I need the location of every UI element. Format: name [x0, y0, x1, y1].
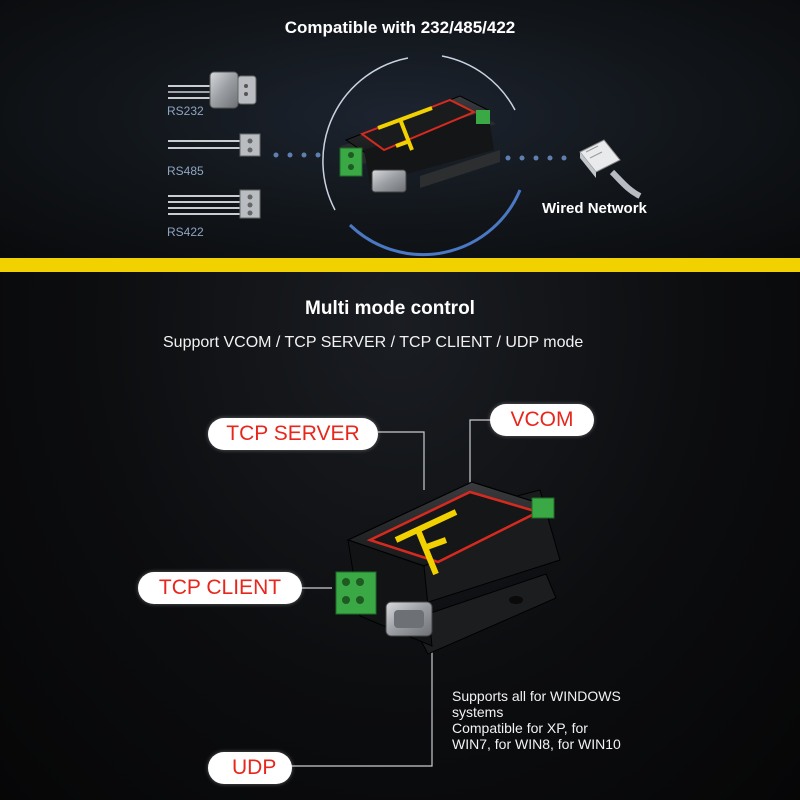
tcp-server-label: TCP SERVER [208, 418, 378, 450]
windows-compat-note: Supports all for WINDOWS systems Compati… [452, 688, 712, 752]
udp-label: UDP [208, 752, 292, 784]
rs232-cable-icon [168, 71, 257, 109]
rs422-connector-icon [168, 189, 261, 219]
right-dotted-link [505, 155, 567, 161]
yellow-divider [0, 258, 800, 272]
callout-lines [268, 419, 490, 767]
windows-note-line: systems [452, 704, 504, 720]
multi-mode-title: Multi mode control [305, 298, 475, 319]
rs422-label: RS422 [167, 225, 204, 239]
multi-mode-subtitle: Support VCOM / TCP SERVER / TCP CLIENT /… [163, 334, 584, 351]
compatibility-title: Compatible with 232/485/422 [284, 18, 516, 37]
rs232-label: RS232 [167, 104, 204, 118]
rs485-label: RS485 [167, 164, 204, 178]
vcom-label: VCOM [490, 404, 594, 436]
rs485-connector-icon [168, 133, 261, 157]
tcp-client-label: TCP CLIENT [138, 572, 302, 604]
windows-note-line: Compatible for XP, for [452, 720, 588, 736]
serial-server-device-top [339, 95, 500, 193]
device-ring [322, 55, 522, 257]
ethernet-plug-icon [579, 139, 642, 199]
serial-server-device-main [335, 481, 561, 655]
left-dotted-link [273, 152, 321, 158]
windows-note-line: WIN7, for WIN8, for WIN10 [452, 736, 621, 752]
wired-network-label: Wired Network [542, 200, 647, 217]
windows-note-line: Supports all for WINDOWS [452, 688, 621, 704]
